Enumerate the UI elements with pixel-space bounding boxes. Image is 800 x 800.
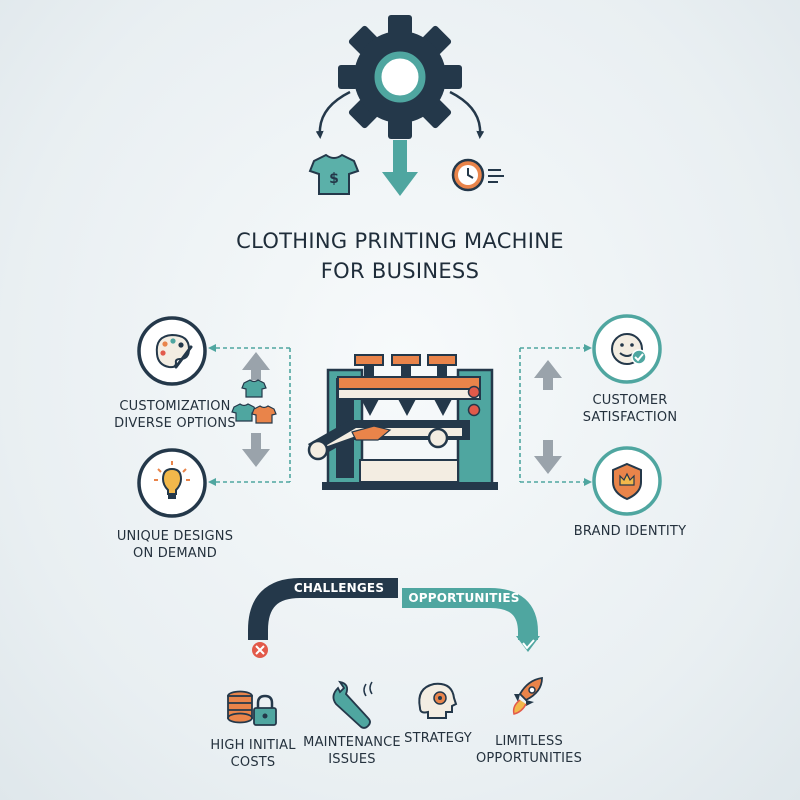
strategy-label: STRATEGY — [404, 731, 472, 746]
challenges-tab: CHALLENGES — [293, 581, 385, 595]
brain-gear-icon — [418, 682, 458, 719]
opportunities-tab: OPPORTUNITIES — [408, 591, 520, 605]
challenges-banner — [248, 578, 398, 658]
rocket-icon — [512, 676, 543, 715]
smiley-check-icon — [592, 314, 662, 384]
svg-text:$: $ — [329, 171, 339, 187]
gear-icon — [338, 15, 462, 139]
title-line-2: FOR BUSINESS — [320, 259, 480, 283]
customization-label: CUSTOMIZATION DIVERSE OPTIONS — [114, 399, 236, 431]
maintenance-issues-label: MAINTENANCE ISSUES — [303, 735, 401, 767]
limitless-opportunities-label: LIMITLESS OPPORTUNITIES — [475, 734, 583, 766]
printing-machine-icon — [307, 354, 498, 490]
gear-flow-arrows — [315, 90, 485, 196]
coins-lock-icon — [227, 690, 277, 726]
right-up-down-arrows — [534, 360, 562, 474]
opportunities-banner — [402, 588, 540, 652]
left-up-down-arrows — [242, 352, 270, 467]
lightbulb-icon — [137, 448, 207, 518]
wrench-icon — [332, 680, 373, 729]
right-dashed-connector — [519, 344, 592, 486]
shirts-cluster-icon — [231, 379, 277, 424]
shield-crown-icon — [592, 446, 662, 516]
tshirt-dollar-icon: $ — [308, 153, 360, 195]
customer-satisfaction-label: CUSTOMER SATISFACTION — [582, 393, 678, 425]
high-initial-costs-label: HIGH INITIAL COSTS — [210, 738, 296, 770]
palette-icon — [137, 316, 207, 386]
page-title: CLOTHING PRINTING MACHINE FOR BUSINESS — [150, 226, 650, 286]
title-line-1: CLOTHING PRINTING MACHINE — [236, 229, 564, 253]
brand-identity-label: BRAND IDENTITY — [573, 524, 687, 539]
fast-clock-icon — [451, 158, 504, 192]
left-dashed-connector — [208, 344, 291, 486]
unique-designs-label: UNIQUE DESIGNS ON DEMAND — [116, 529, 234, 561]
